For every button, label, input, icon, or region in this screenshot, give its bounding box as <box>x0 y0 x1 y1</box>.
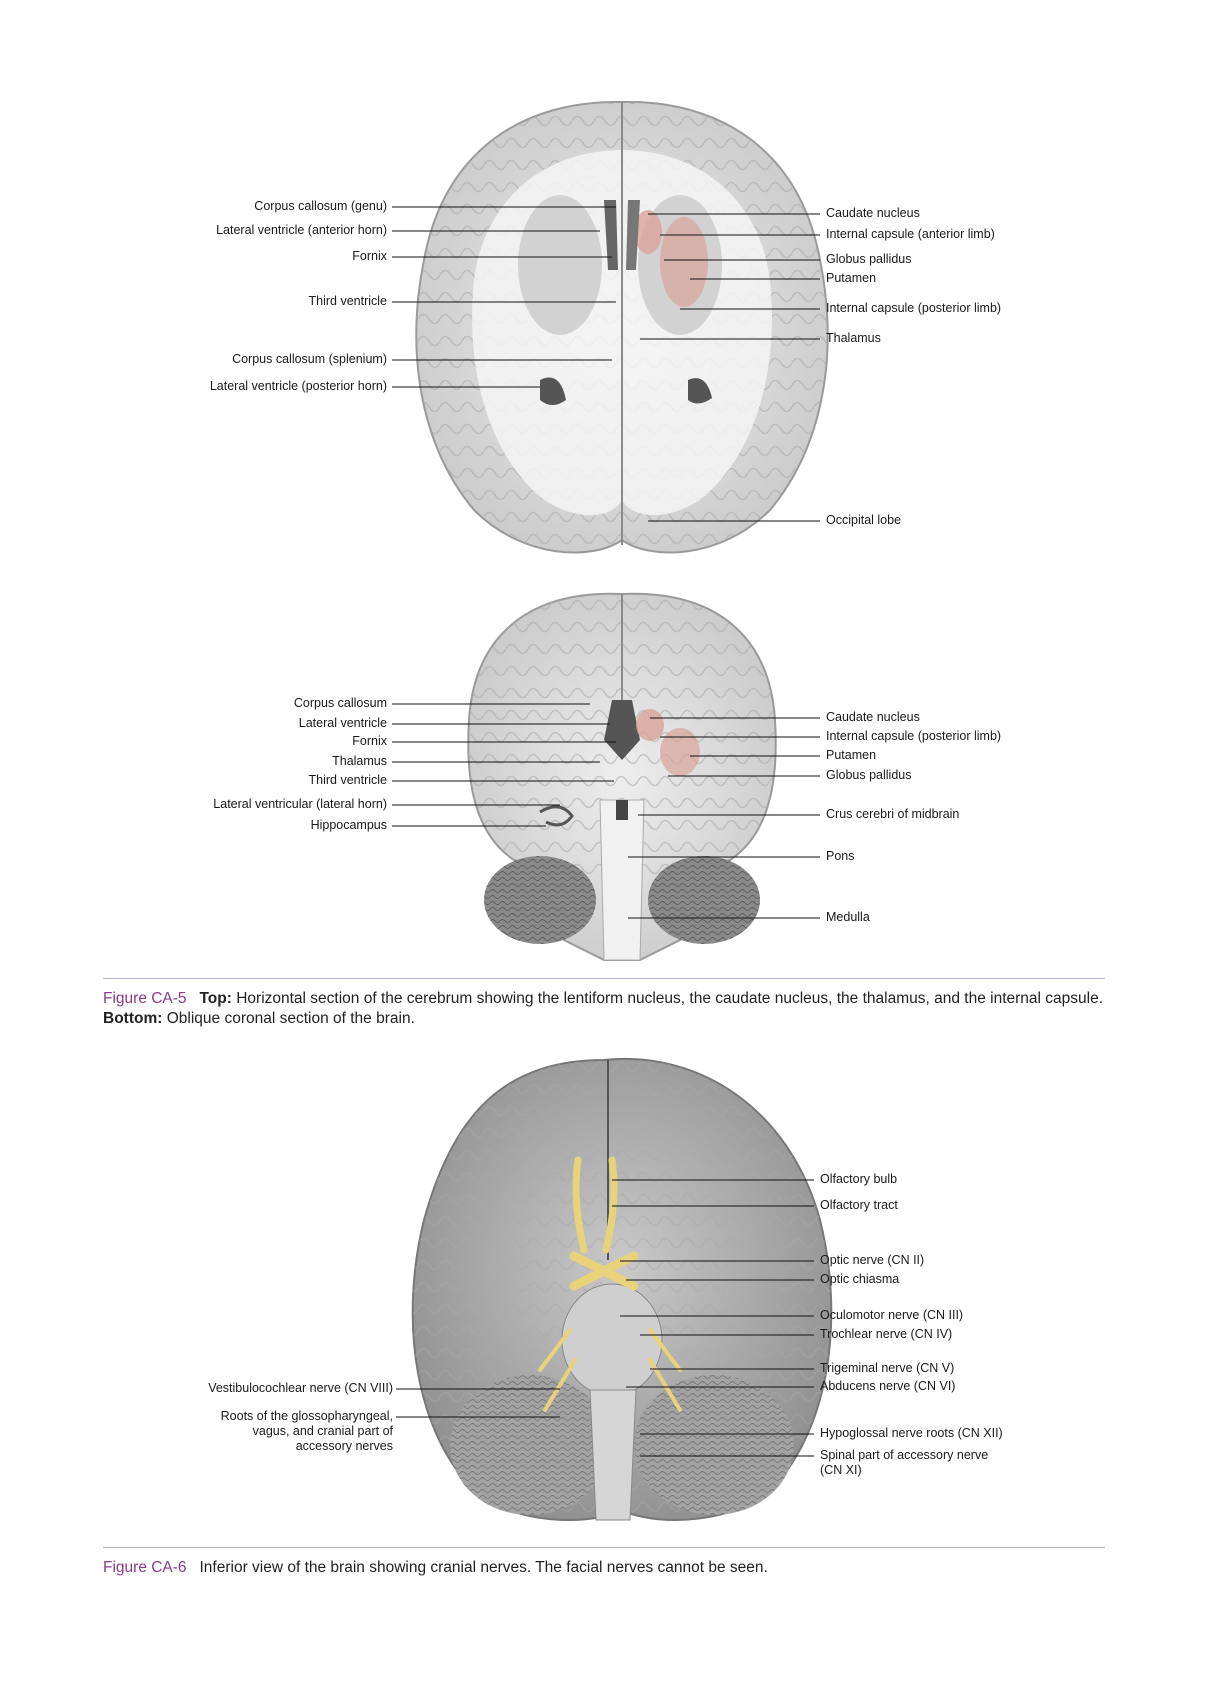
label-corpus-callosum-genu: Corpus callosum (genu) <box>254 199 387 213</box>
label-glossopharyngeal-roots-line3: accessory nerves <box>295 1439 393 1453</box>
label-trigeminal-nerve: Trigeminal nerve (CN V) <box>820 1361 955 1375</box>
label-occipital-lobe: Occipital lobe <box>826 513 902 527</box>
label-spinal-accessory-nerve-line1: Spinal part of accessory nerve <box>820 1448 989 1462</box>
label-thalamus-coronal: Thalamus <box>332 754 387 768</box>
label-optic-chiasma: Optic chiasma <box>820 1272 900 1286</box>
caption-rule-ca6 <box>103 1547 1105 1548</box>
label-internal-capsule-posterior-limb: Internal capsule (posterior limb) <box>826 301 1002 315</box>
label-corpus-callosum-splenium: Corpus callosum (splenium) <box>232 352 387 366</box>
label-pons: Pons <box>826 849 855 863</box>
label-caudate-nucleus-coronal: Caudate nucleus <box>826 710 920 724</box>
label-caudate-nucleus: Caudate nucleus <box>826 206 920 220</box>
label-vestibulocochlear-nerve: Vestibulocochlear nerve (CN VIII) <box>208 1381 393 1395</box>
label-lateral-ventricle: Lateral ventricle <box>298 716 387 730</box>
label-putamen-coronal: Putamen <box>826 748 877 762</box>
caption-ca5: Figure CA-5 Top: Horizontal section of t… <box>103 989 1103 1029</box>
caption-rule-ca5 <box>103 978 1105 979</box>
label-spinal-accessory-nerve-line2: (CN XI) <box>820 1463 862 1477</box>
label-hippocampus: Hippocampus <box>310 818 387 832</box>
label-globus-pallidus: Globus pallidus <box>826 252 912 266</box>
label-trochlear-nerve: Trochlear nerve (CN IV) <box>820 1327 953 1341</box>
label-thalamus: Thalamus <box>826 331 881 345</box>
inferior-view-image <box>411 1057 833 1521</box>
label-lateral-ventricle-posterior-horn: Lateral ventricle (posterior horn) <box>209 379 387 393</box>
label-fornix: Fornix <box>352 249 387 263</box>
label-corpus-callosum: Corpus callosum <box>293 696 387 710</box>
label-globus-pallidus-coronal: Globus pallidus <box>826 768 912 782</box>
caption-ca5-top-text: Horizontal section of the cerebrum showi… <box>236 990 1104 1007</box>
label-fornix-coronal: Fornix <box>352 734 387 748</box>
inferior-leader-lines <box>396 1179 814 1457</box>
middle-leader-lines <box>392 703 820 919</box>
caption-ca6-text: Inferior view of the brain showing crani… <box>199 1559 768 1576</box>
label-hypoglossal-nerve-roots: Hypoglossal nerve roots (CN XII) <box>820 1426 1003 1440</box>
caption-ca5-figure-label: Figure CA-5 <box>103 990 187 1007</box>
horizontal-section-image <box>415 100 829 554</box>
label-optic-nerve: Optic nerve (CN II) <box>820 1253 925 1267</box>
label-third-ventricle-coronal: Third ventricle <box>308 773 388 787</box>
label-medulla: Medulla <box>826 910 870 924</box>
caption-ca6-figure-label: Figure CA-6 <box>103 1559 187 1576</box>
caption-ca5-bottom-text: Oblique coronal section of the brain. <box>166 1010 415 1027</box>
label-olfactory-bulb: Olfactory bulb <box>820 1172 898 1186</box>
label-crus-cerebri: Crus cerebri of midbrain <box>826 807 960 821</box>
label-internal-capsule-anterior-limb: Internal capsule (anterior limb) <box>826 227 995 241</box>
label-olfactory-tract: Olfactory tract <box>820 1198 898 1212</box>
label-oculomotor-nerve: Oculomotor nerve (CN III) <box>820 1308 964 1322</box>
label-lateral-ventricle-anterior-horn: Lateral ventricle (anterior horn) <box>216 223 387 237</box>
label-glossopharyngeal-roots-line2: vagus, and cranial part of <box>252 1424 393 1438</box>
label-third-ventricle: Third ventricle <box>308 294 388 308</box>
label-glossopharyngeal-roots-line1: Roots of the glossopharyngeal, <box>220 1409 393 1423</box>
caption-ca5-top-label: Top: <box>199 990 232 1007</box>
label-internal-capsule-posterior-limb-coronal: Internal capsule (posterior limb) <box>826 729 1002 743</box>
top-leader-lines <box>392 206 820 522</box>
coronal-section-image <box>467 592 777 961</box>
label-lateral-ventricular-lateral-horn: Lateral ventricular (lateral horn) <box>213 797 387 811</box>
label-putamen: Putamen <box>826 271 877 285</box>
caption-ca6: Figure CA-6 Inferior view of the brain s… <box>103 1558 1103 1578</box>
label-abducens-nerve: Abducens nerve (CN VI) <box>820 1379 956 1393</box>
caption-ca5-bottom-label: Bottom: <box>103 1010 163 1027</box>
